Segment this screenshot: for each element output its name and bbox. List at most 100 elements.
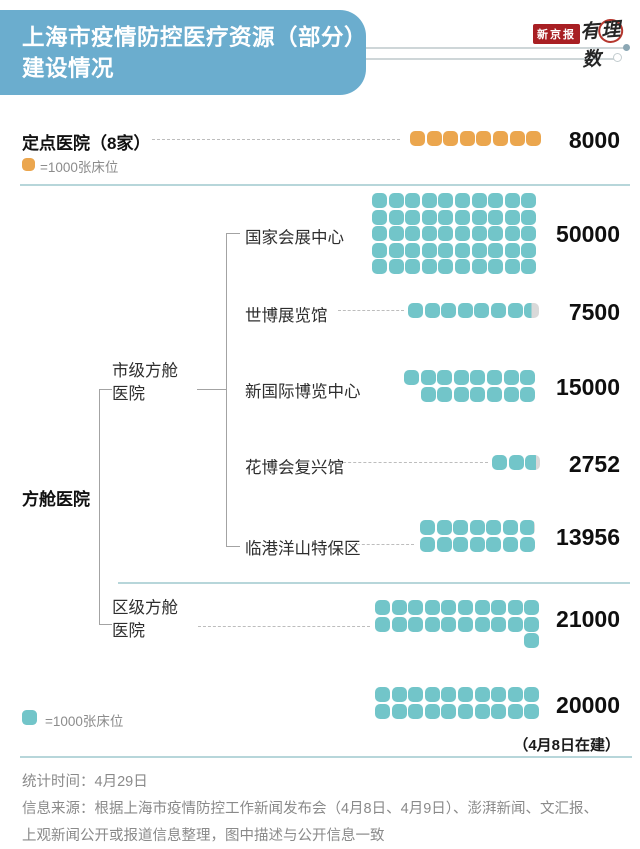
unit-dot <box>436 536 452 552</box>
unit-dot <box>405 242 421 258</box>
unit-dot <box>520 370 536 385</box>
unit-dot <box>504 259 520 275</box>
unit-dot <box>491 616 507 632</box>
venue-value-expo: 7500 <box>568 299 620 325</box>
venue-dots-sniec <box>404 370 537 403</box>
unit-dot <box>524 687 540 702</box>
unit-dot <box>521 226 537 242</box>
unit-dot <box>488 193 504 208</box>
unit-dot <box>388 259 404 275</box>
deco-dot-icon <box>623 44 630 51</box>
unit-dot <box>471 226 487 242</box>
unit-dot <box>457 303 473 318</box>
unit-dot <box>470 386 486 402</box>
unit-dot <box>408 616 424 632</box>
unit-dot <box>391 616 407 632</box>
unit-dot <box>486 520 502 535</box>
construction-value: 20000 <box>556 692 620 718</box>
fixed-hospitals-dots <box>410 131 543 148</box>
unit-dot <box>438 259 454 275</box>
venue-leader-expo <box>338 310 404 311</box>
district-level-label-line1: 区级方舱 <box>112 599 178 617</box>
unit-dot <box>437 386 453 402</box>
tree-stub-venue-last <box>226 546 240 548</box>
unit-dot <box>454 193 470 208</box>
district-level-label-line2: 医院 <box>112 622 145 640</box>
fixed-hospitals-label: 定点医院（8家） <box>22 134 151 153</box>
unit-dot <box>524 600 540 615</box>
unit-dot <box>424 600 440 615</box>
unit-dot <box>507 600 523 615</box>
unit-dot <box>421 226 437 242</box>
unit-dot <box>521 209 537 225</box>
unit-dot <box>504 226 520 242</box>
unit-dot <box>441 703 457 719</box>
unit-dot <box>405 226 421 242</box>
unit-dot <box>443 131 459 146</box>
unit-dot <box>474 703 490 719</box>
unit-dot <box>470 370 486 385</box>
venue-label-sniec: 新国际博览中心 <box>245 383 361 401</box>
unit-dot <box>408 687 424 702</box>
unit-dot <box>436 520 452 535</box>
brand-logo-youlishu: 有理数 <box>579 13 640 72</box>
unit-dot <box>525 455 541 470</box>
unit-dot <box>421 242 437 258</box>
legend-teal-label: =1000张床位 <box>45 714 124 729</box>
unit-dot <box>509 131 525 146</box>
unit-dot <box>454 242 470 258</box>
unit-dot <box>471 259 487 275</box>
unit-dot <box>372 226 387 242</box>
unit-dot <box>408 303 423 318</box>
venue-value-lingang: 13956 <box>556 524 620 550</box>
unit-dot <box>502 536 518 552</box>
unit-dot <box>504 193 520 208</box>
unit-dot <box>388 209 404 225</box>
unit-dot <box>474 616 490 632</box>
district-level-label: 区级方舱 医院 <box>112 597 178 643</box>
venue-label-expo: 世博展览馆 <box>245 307 328 325</box>
unit-dot <box>438 193 454 208</box>
unit-dot <box>469 536 485 552</box>
unit-dot <box>372 259 387 275</box>
unit-dot <box>457 687 473 702</box>
unit-dot <box>471 209 487 225</box>
venue-dots-huabo <box>492 455 542 472</box>
title-line-2: 建设情况 <box>22 56 115 81</box>
unit-dot <box>453 536 469 552</box>
venue-leader-lingang <box>352 544 414 545</box>
unit-dot <box>504 242 520 258</box>
tree-stub-city <box>99 389 112 391</box>
unit-dot <box>441 600 457 615</box>
tree-vline-venues <box>226 233 228 547</box>
unit-dot <box>491 703 507 719</box>
unit-dot <box>503 370 519 385</box>
divider-middle <box>118 582 630 584</box>
unit-dot <box>488 209 504 225</box>
unit-dot <box>488 259 504 275</box>
unit-dot <box>507 687 523 702</box>
footer-source-line2: 上观新闻公开或报道信息整理，图中描述与公开信息一致 <box>22 828 385 844</box>
unit-dot <box>457 616 473 632</box>
brand-logo-xinjingbao: 新京报 <box>533 24 580 44</box>
unit-dot <box>404 370 419 385</box>
unit-dot <box>454 259 470 275</box>
unit-dot <box>424 616 440 632</box>
district-value: 21000 <box>556 606 620 632</box>
divider-top <box>20 184 630 186</box>
tree-stub-district <box>99 624 112 626</box>
unit-dot <box>388 242 404 258</box>
fixed-hospitals-leader-line <box>152 139 400 140</box>
tree-stub-venue-first <box>226 233 240 235</box>
unit-dot <box>492 131 508 146</box>
unit-dot <box>438 242 454 258</box>
unit-dot <box>519 536 535 552</box>
unit-dot <box>469 520 485 535</box>
tree-vline-fangcang <box>99 389 101 625</box>
city-level-label-line2: 医院 <box>112 385 145 403</box>
deco-line-bottom <box>366 58 614 60</box>
unit-dot <box>388 226 404 242</box>
unit-dot <box>424 303 440 318</box>
construction-note: （4月8日在建） <box>513 737 620 754</box>
